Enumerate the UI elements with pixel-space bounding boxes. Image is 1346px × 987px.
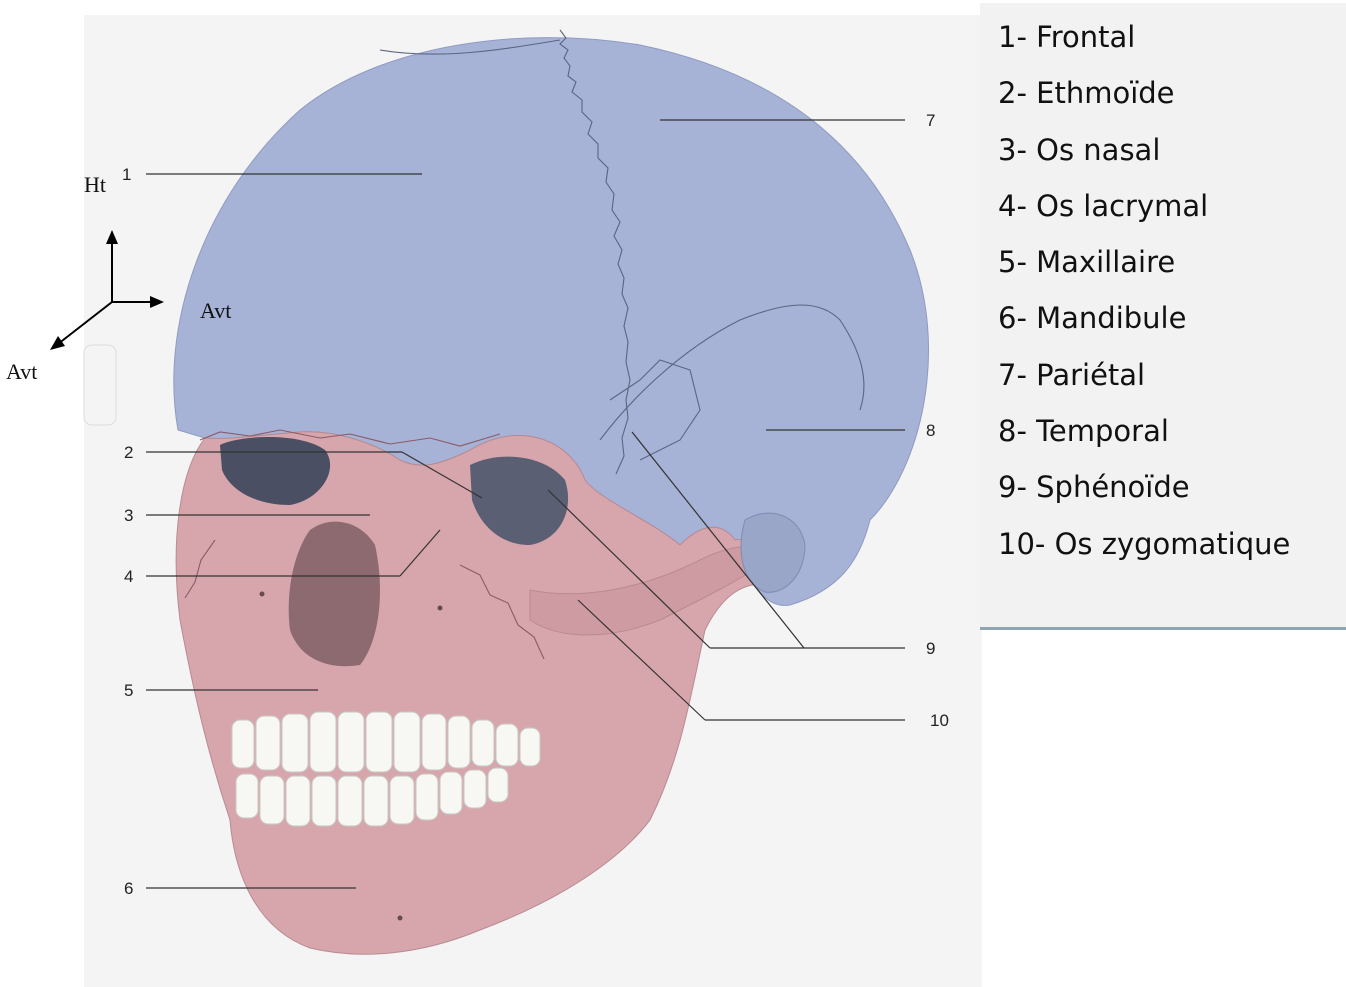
- axis-label-up: Ht: [84, 172, 106, 197]
- axis-label-forward: Avt: [200, 298, 231, 323]
- legend-item-frontal: 1- Frontal: [998, 17, 1346, 73]
- callout-6: 6: [124, 879, 133, 898]
- callout-8: 8: [926, 421, 935, 440]
- callout-1: 1: [122, 165, 131, 184]
- legend-item-ethmoide: 2- Ethmoïde: [998, 73, 1346, 129]
- legend-item-sphenoide: 9- Sphénoïde: [998, 467, 1346, 523]
- legend-item-os-zygomatique: 10- Os zygomatique: [998, 524, 1346, 580]
- legend-item-parietal: 7- Pariétal: [998, 355, 1346, 411]
- callout-10: 10: [930, 711, 949, 730]
- legend-panel: 1- Frontal 2- Ethmoïde 3- Os nasal 4- Os…: [980, 3, 1346, 630]
- legend-item-os-lacrymal: 4- Os lacrymal: [998, 186, 1346, 242]
- legend-item-maxillaire: 5- Maxillaire: [998, 242, 1346, 298]
- callout-3: 3: [124, 506, 133, 525]
- axis-label-lateral: Avt: [6, 359, 37, 384]
- callout-4: 4: [124, 567, 133, 586]
- callout-9: 9: [926, 639, 935, 658]
- legend-item-mandibule: 6- Mandibule: [998, 298, 1346, 354]
- callout-7: 7: [926, 111, 935, 130]
- callout-2: 2: [124, 443, 133, 462]
- legend-item-temporal: 8- Temporal: [998, 411, 1346, 467]
- nasal-cavity: [289, 522, 380, 667]
- callout-5: 5: [124, 681, 133, 700]
- legend-item-os-nasal: 3- Os nasal: [998, 130, 1346, 186]
- arrow-down-left-icon: [50, 336, 65, 350]
